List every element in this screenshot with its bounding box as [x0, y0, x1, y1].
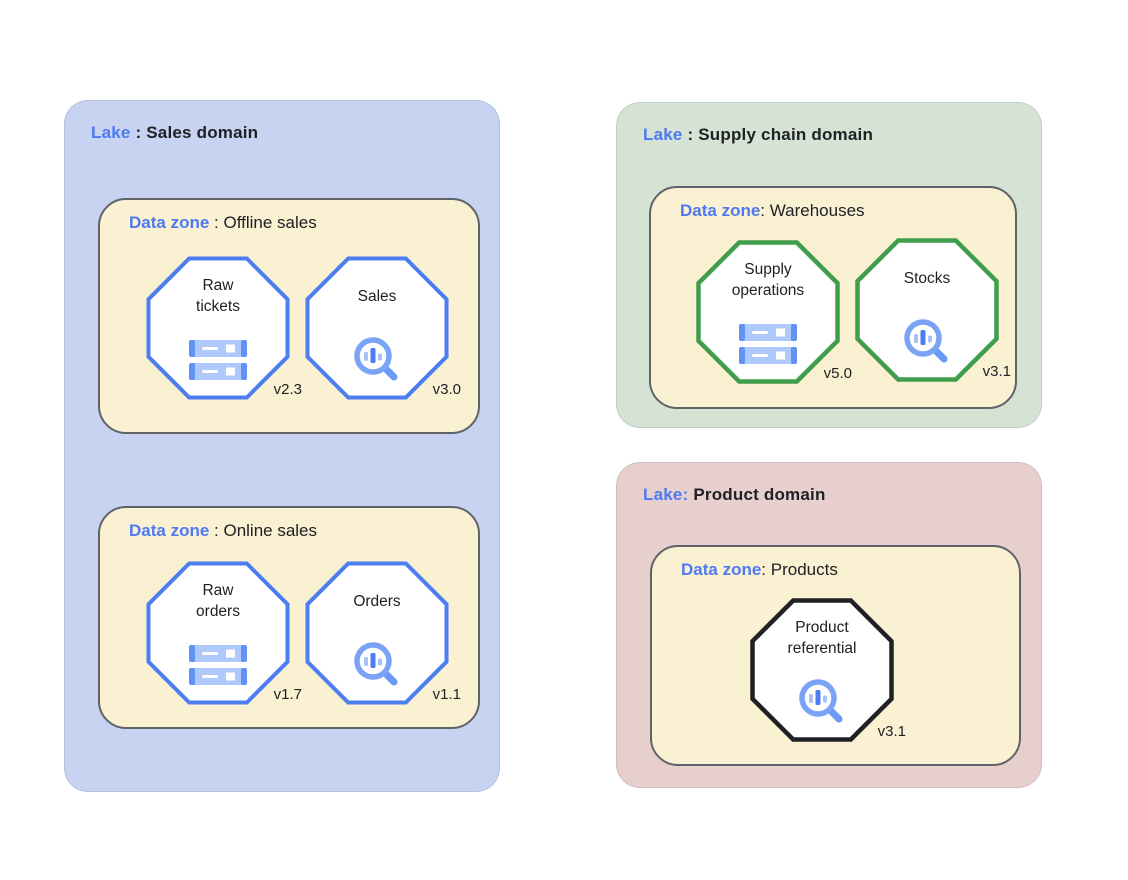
zone-title: Data zone: Warehouses	[680, 201, 865, 221]
asset-label: Raw tickets	[196, 277, 240, 315]
zone-name: : Online sales	[209, 521, 318, 540]
lake-product-domain: Lake: Product domain Data zone: Products…	[616, 462, 1042, 788]
asset-version: v3.1	[877, 723, 906, 740]
zone-label: Data zone	[680, 201, 761, 220]
asset-orders: Orders v1.1	[305, 561, 461, 705]
zone-offline-sales: Data zone : Offline sales Raw tickets	[98, 198, 480, 434]
asset-version: v5.0	[823, 365, 852, 382]
lake-name: : Sales domain	[130, 123, 259, 142]
lake-label: Lake	[643, 125, 683, 144]
search-analytics-icon	[855, 318, 999, 370]
zone-online-sales: Data zone : Online sales Raw orders	[98, 506, 480, 729]
asset-label: Sales	[357, 287, 397, 305]
search-analytics-icon	[305, 641, 449, 693]
zone-title: Data zone: Products	[681, 560, 838, 580]
octagon-shape	[855, 238, 999, 382]
zone-name: : Offline sales	[209, 213, 317, 232]
octagon-shape	[696, 240, 840, 384]
lake-name: Product domain	[688, 485, 826, 504]
asset-version: v2.3	[273, 381, 302, 398]
asset-label: Product referential	[787, 619, 857, 657]
asset-version: v3.0	[432, 381, 461, 398]
octagon-shape	[750, 598, 894, 742]
octagon-shape	[305, 256, 449, 400]
lake-sales-domain: Lake : Sales domain Data zone : Offline …	[64, 100, 500, 792]
lake-title: Lake : Sales domain	[91, 123, 258, 143]
asset-label: Supply operations	[731, 261, 805, 299]
asset-raw-orders: Raw orders	[146, 561, 302, 705]
octagon-shape	[305, 561, 449, 705]
lake-label: Lake:	[643, 485, 689, 504]
zone-label: Data zone	[681, 560, 762, 579]
lake-title: Lake : Supply chain domain	[643, 125, 873, 145]
lake-supply-chain-domain: Lake : Supply chain domain Data zone: Wa…	[616, 102, 1042, 428]
zone-title: Data zone : Online sales	[129, 521, 317, 541]
zone-label: Data zone	[129, 521, 210, 540]
asset-raw-tickets: Raw tickets	[146, 256, 302, 400]
asset-version: v1.1	[432, 686, 461, 703]
octagon-shape	[146, 256, 290, 400]
zone-name: : Products	[761, 560, 838, 579]
lake-title: Lake: Product domain	[643, 485, 826, 505]
search-analytics-icon	[305, 336, 449, 388]
zone-products: Data zone: Products Product referential	[650, 545, 1021, 766]
zone-name: : Warehouses	[760, 201, 865, 220]
lake-name: : Supply chain domain	[682, 125, 874, 144]
storage-icon	[696, 324, 840, 364]
lake-label: Lake	[91, 123, 131, 142]
zone-label: Data zone	[129, 213, 210, 232]
asset-product-referential: Product referential v3.1	[750, 598, 906, 742]
asset-label: Orders	[353, 592, 401, 610]
asset-label: Raw orders	[196, 582, 240, 620]
asset-sales: Sales v3.0	[305, 256, 461, 400]
asset-stocks: Stocks v3.1	[855, 238, 1011, 382]
asset-label: Stocks	[903, 269, 951, 287]
zone-warehouses: Data zone: Warehouses Supply operations	[649, 186, 1017, 409]
zone-title: Data zone : Offline sales	[129, 213, 317, 233]
storage-icon	[146, 340, 290, 380]
asset-version: v3.1	[982, 363, 1011, 380]
search-analytics-icon	[750, 678, 894, 730]
storage-icon	[146, 645, 290, 685]
octagon-shape	[146, 561, 290, 705]
asset-supply-operations: Supply operations	[696, 240, 852, 384]
asset-version: v1.7	[273, 686, 302, 703]
